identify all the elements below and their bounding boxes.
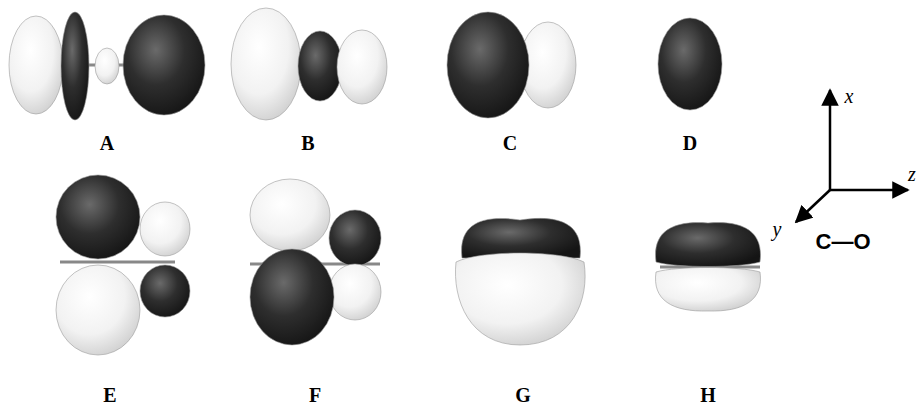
orbital-e (56, 175, 190, 355)
axis-label: x (845, 86, 854, 106)
panel-letter: D (683, 133, 697, 153)
orbital-b (231, 8, 387, 120)
orbital-c (447, 12, 576, 118)
panel-letter: F (309, 385, 321, 405)
orbital-d (658, 18, 722, 110)
orbital-g (455, 218, 585, 345)
axis-triad (796, 90, 908, 222)
orbital-a (9, 12, 205, 120)
axis-label: z (908, 164, 916, 184)
panel-letter: E (103, 385, 116, 405)
orbital-f (250, 179, 381, 345)
panel-letter: B (301, 133, 314, 153)
molecule-label: C—O (816, 231, 871, 253)
panel-letter: H (700, 385, 716, 405)
panel-letter: C (503, 133, 517, 153)
panel-letter: A (100, 133, 114, 153)
panel-letter: G (515, 385, 531, 405)
orbital-h (655, 223, 760, 312)
axis-label: y (773, 219, 782, 239)
